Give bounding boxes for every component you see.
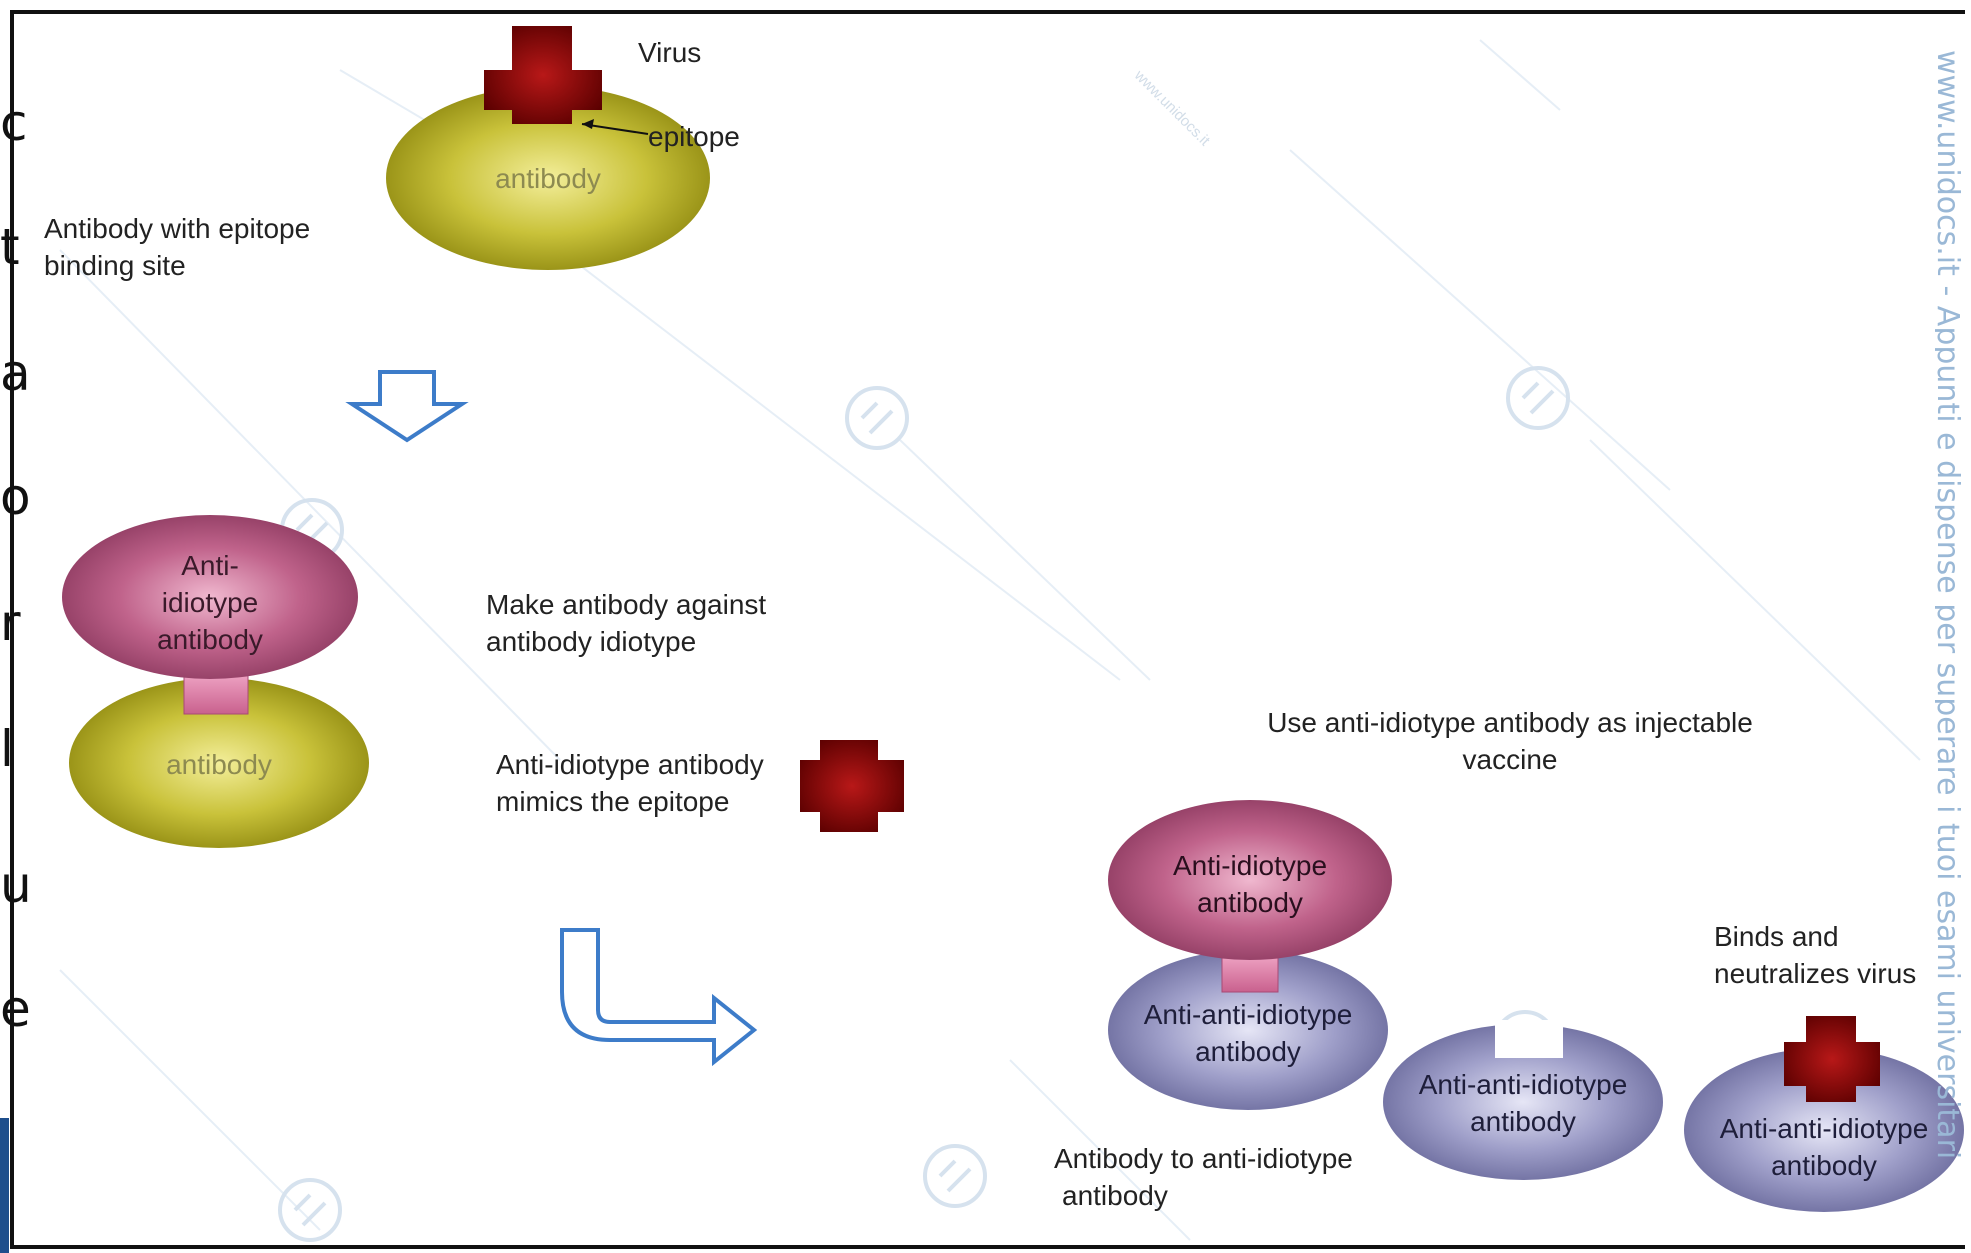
antibody-to-anti-idiotype-caption: Antibody to anti-idiotype antibody <box>1054 1143 1353 1211</box>
anti-anti-idiotype-label-1: Anti-anti-idiotype antibody <box>1143 999 1353 1067</box>
antibody-left-ellipse <box>69 678 369 848</box>
anti-idiotype-left-label: Anti- idiotype antibody <box>157 550 263 655</box>
make-antibody-caption: Make antibody against antibody idiotype <box>486 589 767 657</box>
diagram-border <box>10 10 1965 1249</box>
virus-cross <box>484 26 602 124</box>
cut-letter: u <box>0 856 32 914</box>
antibody-top-label: antibody <box>495 163 601 194</box>
anti-anti-idiotype-ellipse-3 <box>1684 1048 1964 1212</box>
epitope-label: epitope <box>648 121 740 152</box>
bound-virus-cross <box>1784 1016 1880 1102</box>
antibody-epitope-caption: Antibody with epitope binding site <box>44 213 311 281</box>
binding-site-notch <box>1495 1020 1563 1058</box>
anti-anti-idiotype-ellipse-1 <box>1108 950 1388 1110</box>
anti-idiotype-right-ellipse <box>1108 800 1392 960</box>
cut-letter: o <box>0 468 31 526</box>
epitope-mimic-cross <box>800 740 904 832</box>
cut-letter: e <box>0 980 31 1038</box>
mimics-epitope-caption: Anti-idiotype antibody mimics the epitop… <box>496 749 764 817</box>
unidocs-logo-icon <box>278 366 1570 1242</box>
down-arrow-icon <box>345 370 469 443</box>
epitope-pointer-arrow <box>581 123 649 135</box>
binds-neutralizes-caption: Binds and neutralizes virus <box>1714 921 1917 989</box>
antibody-left-label: antibody <box>166 749 272 780</box>
bent-arrow-icon <box>560 928 758 1067</box>
anti-anti-idiotype-label-2: Anti-anti-idiotype antibody <box>1418 1069 1628 1137</box>
side-watermark: www.unidocs.it - Appunti e dispense per … <box>1935 50 1965 1160</box>
cut-letter: a <box>0 344 31 402</box>
anti-idiotype-right-label: Anti-idiotype antibody <box>1172 850 1328 918</box>
watermark-lines <box>59 39 1921 1241</box>
vaccine-caption: Use anti-idiotype antibody as injectable… <box>1267 707 1753 775</box>
slide-edge-strip <box>0 1118 9 1253</box>
anti-idiotype-left-ellipse <box>62 515 358 679</box>
anti-anti-idiotype-label-3: Anti-anti-idiotype antibody <box>1719 1113 1929 1181</box>
cut-letter: t <box>0 218 20 276</box>
anti-anti-idiotype-ellipse-2 <box>1383 1024 1663 1180</box>
virus-label: Virus <box>638 37 702 68</box>
